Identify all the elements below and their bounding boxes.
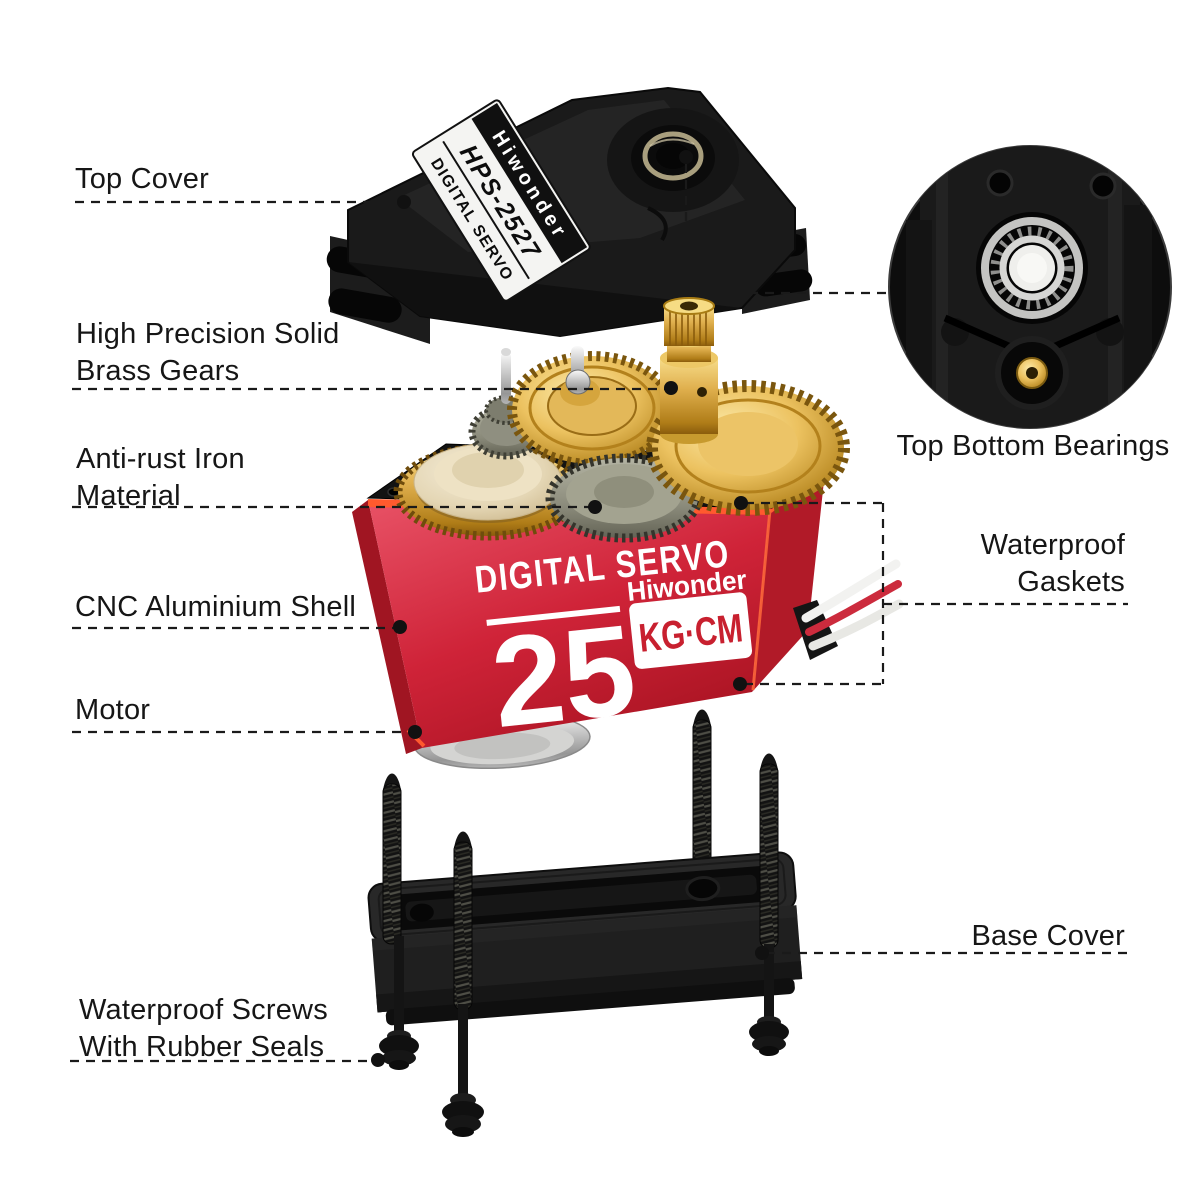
ball-bearing	[976, 212, 1088, 324]
screw-back-left	[379, 773, 419, 1070]
body-print: DIGITAL SERVO Hiwonder 25 KG·CM	[473, 533, 753, 755]
line-inset-connector	[684, 164, 886, 295]
output-gear	[646, 297, 850, 516]
screw-front-right	[749, 753, 789, 1056]
label-base-cover: Base Cover	[971, 920, 1125, 952]
label-motor: Motor	[75, 694, 151, 726]
screw-back-right	[692, 709, 712, 875]
top-cover: Hiwonder HPS-2527 DIGITAL SERVO	[326, 86, 813, 344]
label-brass-gears: High Precision Solid Brass Gears	[76, 318, 340, 387]
middle-brass-gear	[507, 346, 677, 469]
output-spline	[663, 297, 715, 346]
callout-lines	[70, 164, 1128, 1063]
base-cover-tray	[367, 851, 803, 1026]
label-waterproof-screws: Waterproof Screws With Rubber Seals	[79, 994, 328, 1063]
brass-bushing	[995, 336, 1069, 410]
label-anti-rust: Anti-rust Iron Material	[76, 443, 245, 512]
servo-wires	[793, 559, 904, 660]
label-top-cover: Top Cover	[75, 163, 209, 195]
label-cnc-shell: CNC Aluminium Shell	[75, 591, 356, 623]
bearing-inset	[888, 145, 1172, 429]
screw-front-left	[442, 831, 484, 1137]
callout-dots	[371, 150, 769, 1067]
torque-unit-text: KG·CM	[637, 606, 745, 661]
label-top-bottom-bearings: Top Bottom Bearings	[896, 430, 1170, 462]
label-waterproof-gaskets: Waterproof Gaskets	[980, 529, 1125, 598]
torque-value-text: 25	[486, 598, 642, 755]
gear-train	[393, 297, 850, 543]
